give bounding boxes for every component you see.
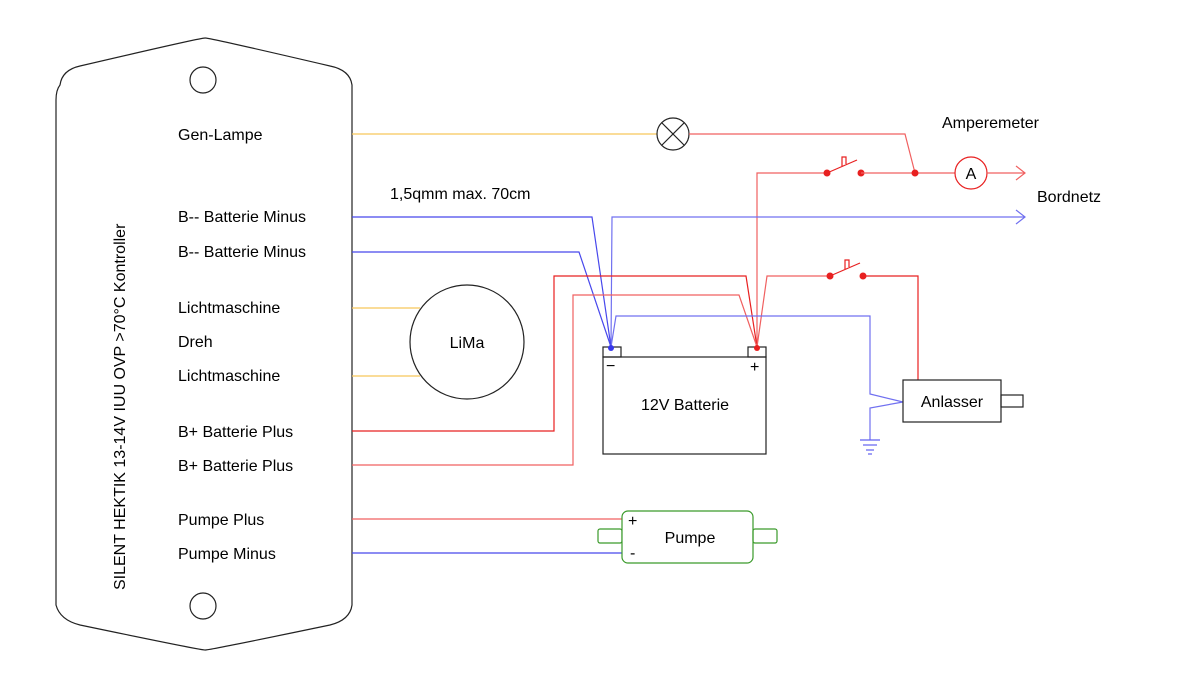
terminal-label-lima-1: Lichtmaschine (178, 300, 280, 317)
wire-battery-plus-to-starter-switch (756, 275, 830, 348)
svg-text:A: A (966, 166, 977, 183)
cable-note: 1,5qmm max. 70cm (390, 186, 530, 203)
mount-hole-top (189, 66, 217, 94)
terminal-label-batt-plus-1: B+ Batterie Plus (178, 424, 293, 441)
wire-batt-minus-1 (352, 216, 612, 348)
battery-plus-terminal (754, 345, 760, 351)
wire-battery-plus-to-switch (756, 172, 827, 347)
terminal-label-dreh: Dreh (178, 334, 213, 351)
wire-batt-minus-2 (352, 251, 612, 348)
arrow-bordnetz-plus-icon (1015, 165, 1026, 181)
mount-hole-bottom (189, 592, 217, 620)
controller-title: SILENT HEKTIK 13-14V IUU OVP >70°C Kontr… (112, 223, 129, 590)
pump-label: Pumpe (665, 530, 716, 547)
starter-motor (902, 379, 1024, 423)
bordnetz-label: Bordnetz (1037, 189, 1101, 206)
arrow-bordnetz-minus-icon (1015, 209, 1026, 225)
wire-battery-minus-to-ground (610, 315, 904, 440)
ground-icon (860, 439, 880, 455)
pump (597, 510, 778, 564)
controller-housing (55, 37, 353, 651)
terminal-label-batt-plus-2: B+ Batterie Plus (178, 458, 293, 475)
lima-label: LiMa (450, 335, 485, 352)
alternator-lima (409, 284, 525, 400)
terminal-label-lima-2: Lichtmaschine (178, 368, 280, 385)
battery-minus-sign: − (606, 358, 615, 375)
terminal-label-pump-minus: Pumpe Minus (178, 546, 276, 563)
battery-plus-sign: + (750, 359, 759, 376)
wire-batt-plus-2 (352, 294, 758, 466)
terminal-label-gen-lampe: Gen-Lampe (178, 127, 263, 144)
wire-starter-switch-to-anlasser (863, 275, 919, 380)
battery-minus-terminal (608, 345, 614, 351)
starter-label: Anlasser (921, 394, 984, 411)
switch-starter-icon (826, 259, 867, 280)
pump-minus-sign: - (630, 545, 635, 562)
junction-node (911, 169, 919, 177)
wire-batt-plus-1 (352, 275, 758, 432)
terminal-label-pump-plus: Pumpe Plus (178, 512, 264, 529)
terminal-label-batt-minus-2: B-- Batterie Minus (178, 244, 306, 261)
battery (602, 345, 767, 455)
pump-plus-sign: + (628, 513, 637, 530)
wire-battery-minus-to-bordnetz (610, 216, 1025, 348)
wire-lamp-to-node (689, 133, 916, 174)
battery-label: 12V Batterie (641, 397, 729, 414)
terminal-label-batt-minus-1: B-- Batterie Minus (178, 209, 306, 226)
switch-main-icon (823, 156, 865, 177)
amperemeter-label: Amperemeter (942, 115, 1040, 132)
lamp-icon (656, 117, 690, 151)
ammeter-icon: A (954, 156, 988, 190)
